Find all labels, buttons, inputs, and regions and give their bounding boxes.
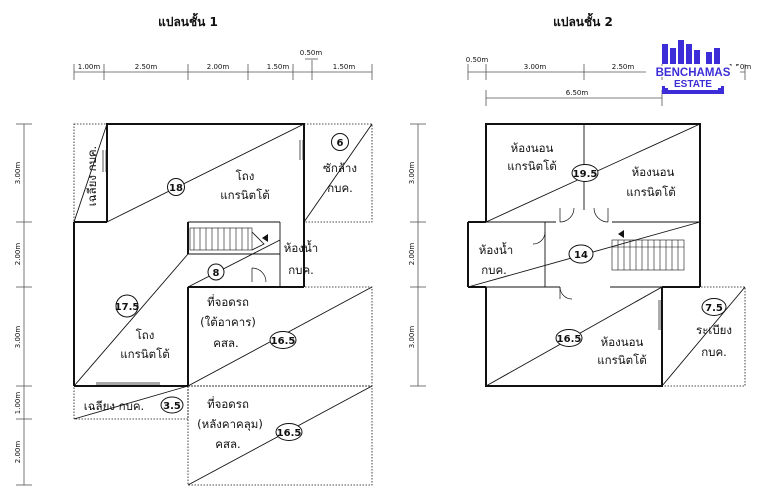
floor2-dim-total: 6.50m xyxy=(566,89,589,97)
floor2-balcony-num: 7.5 xyxy=(705,303,723,314)
floor1-parking-roof-l2: (หลังคาคลุม) xyxy=(197,417,263,431)
floor1-parking-roof-badge xyxy=(275,423,303,441)
floor2-bathroom-l2: กบค. xyxy=(481,263,507,277)
floor1-title: แปลนชั้น 1 xyxy=(158,12,218,29)
floor1-dim-left-2: 2.00m xyxy=(14,243,22,266)
floor1-parking-covered-num: 16.5 xyxy=(271,336,296,347)
floor1-parking-roof-num: 16.5 xyxy=(277,428,302,439)
floor1-dim-left-1: 3.00m xyxy=(14,162,22,185)
floor2-bedroom-c-l2: แกรนิตโต้ xyxy=(597,353,647,367)
floor1-hall-lower-l2: แกรนิตโต้ xyxy=(120,347,170,361)
floor2-balcony-l1: ระเบียง xyxy=(696,323,732,337)
floor2-dim-left-2: 2.00m xyxy=(408,243,416,266)
logo-line2: ESTATE xyxy=(674,79,712,90)
floor2-bedroom-a-l2: แกรนิตโต้ xyxy=(507,159,557,173)
floor1-laundry-badge xyxy=(331,133,349,151)
floor2-dim-top-2: 3.00m xyxy=(524,63,547,71)
floor1-hall-lower-num: 17.5 xyxy=(115,302,140,313)
floor1-dim-left-3: 3.00m xyxy=(14,326,22,349)
floor1-porch-num: 3.5 xyxy=(163,401,181,412)
floor2-bedroom-c-l1: ห้องนอน xyxy=(601,335,644,349)
floor1-dim-top-1: 1.00m xyxy=(78,63,101,71)
floor1-plan xyxy=(73,123,373,486)
floor2-title: แปลนชั้น 2 xyxy=(553,12,613,29)
floor1-parking-roof-l1: ที่จอดรถ xyxy=(207,396,249,411)
floor1-dim-left-4: 1.00m xyxy=(14,392,22,415)
floor1-top-dimensions xyxy=(73,58,373,80)
floor1-parking-roof-l3: คสล. xyxy=(215,437,240,451)
floor1-dim-left-5: 2.00m xyxy=(14,441,22,464)
floor1-left-dimensions xyxy=(16,123,32,486)
floor2-dim-top-1: 0.50m xyxy=(466,56,489,64)
floor2-bedroom-a-l1: ห้องนอน xyxy=(511,141,554,155)
floor2-dim-top-3: 2.50m xyxy=(612,63,635,71)
floor2-dim-left-3: 3.00m xyxy=(408,326,416,349)
floor1-hall-upper-l1: โถง xyxy=(236,169,255,183)
floor1-dim-top-5: 1.50m xyxy=(333,63,356,71)
floor1-bathroom-num: 8 xyxy=(213,268,220,279)
floor2-bathroom-l1: ห้องน้ำ xyxy=(479,242,513,257)
floor1-hall-lower-badge xyxy=(115,294,139,318)
floor1-bathroom-badge xyxy=(207,263,225,281)
floor2-balcony-badge xyxy=(701,298,727,316)
floor1-parking-covered-l2: (ใต้อาคาร) xyxy=(200,315,256,329)
floor1-hall-upper-num: 18 xyxy=(169,183,183,194)
floor2-dim-top-4: 1.50m xyxy=(729,63,752,71)
floor2-bedroom-c-badge xyxy=(555,329,583,347)
floor2-bedroom-b-badge xyxy=(571,164,599,182)
floor1-porch-l1: เฉลียง กบค. xyxy=(84,399,144,413)
floor1-bathroom-l1: ห้องน้ำ xyxy=(284,240,318,255)
floor1-laundry-l2: กบค. xyxy=(327,181,353,195)
floor2-stair-arrow-icon xyxy=(618,230,624,238)
floor2-bedroom-b-num: 19.5 xyxy=(573,169,598,180)
floor2-bedroom-b-l1: ห้องนอน xyxy=(632,165,675,179)
floor2-dim-left-1: 3.00m xyxy=(408,162,416,185)
floor1-porch-badge xyxy=(160,396,184,414)
logo-line1: BENCHAMAS xyxy=(656,67,731,79)
floor2-bedroom-c-num: 16.5 xyxy=(557,334,582,345)
floor1-hall-lower-l1: โถง xyxy=(136,328,155,342)
floor1-stair-arrow-icon xyxy=(262,234,268,242)
floor2-bedroom-b-l2: แกรนิตโต้ xyxy=(626,185,676,199)
floor1-laundry-num: 6 xyxy=(337,138,344,149)
building-icon xyxy=(662,40,724,94)
floor1-parking-covered-badge xyxy=(269,331,297,349)
floor1-dim-top-3: 2.00m xyxy=(207,63,230,71)
floor2-balcony-l2: กบค. xyxy=(701,345,727,359)
floor1-bathroom-l2: กบค. xyxy=(288,263,314,277)
floor2-hall-badge xyxy=(568,244,594,264)
floor1-dim-top-upper: 0.50m xyxy=(300,49,323,57)
floor1-dim-top-4: 1.50m xyxy=(267,63,290,71)
benchamas-logo: BENCHAMAS ESTATE xyxy=(646,40,740,94)
floor2-hall-num: 14 xyxy=(574,250,588,261)
floor1-side-carport-label: เฉลียง กบค. xyxy=(85,146,99,206)
floor2-left-dimensions xyxy=(410,123,426,387)
floor1-parking-covered-l3: คสล. xyxy=(213,336,238,350)
floor1-dim-top-2: 2.50m xyxy=(135,63,158,71)
floor1-laundry-l1: ซักล้าง xyxy=(323,161,357,175)
floor1-hall-upper-l2: แกรนิตโต้ xyxy=(220,188,270,202)
floor1-hall-upper-badge xyxy=(167,178,185,196)
floor1-parking-covered-l1: ที่จอดรถ xyxy=(207,294,249,309)
